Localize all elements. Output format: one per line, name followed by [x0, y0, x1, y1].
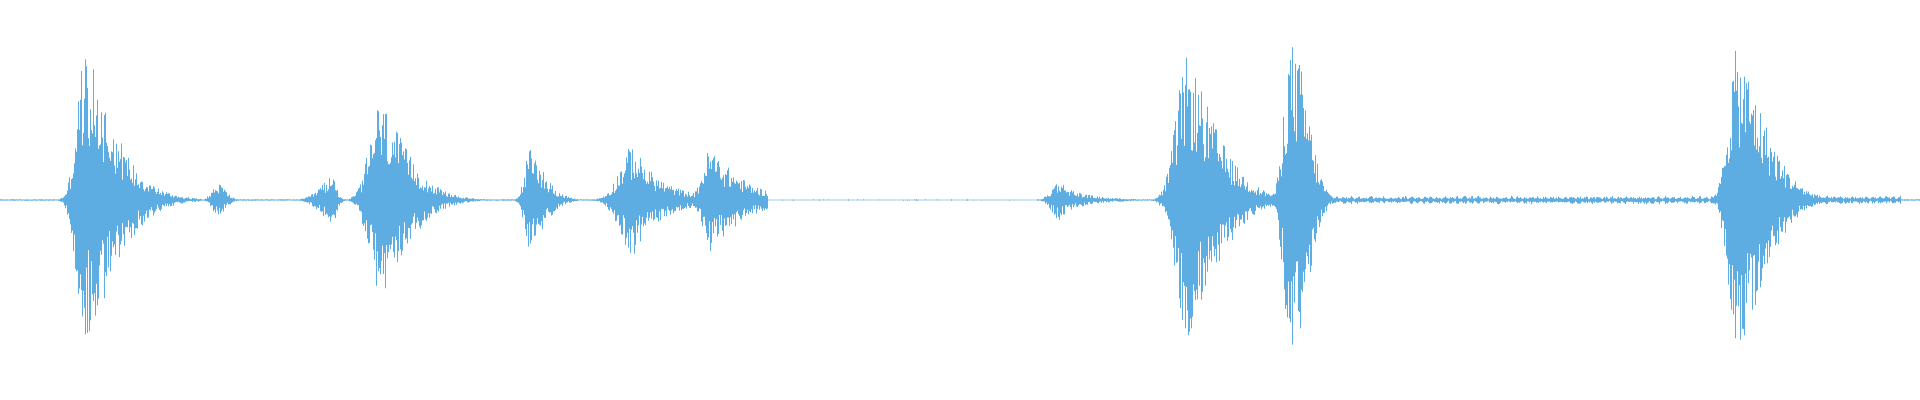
waveform-bars [0, 47, 1920, 345]
waveform-signal [0, 47, 1920, 345]
